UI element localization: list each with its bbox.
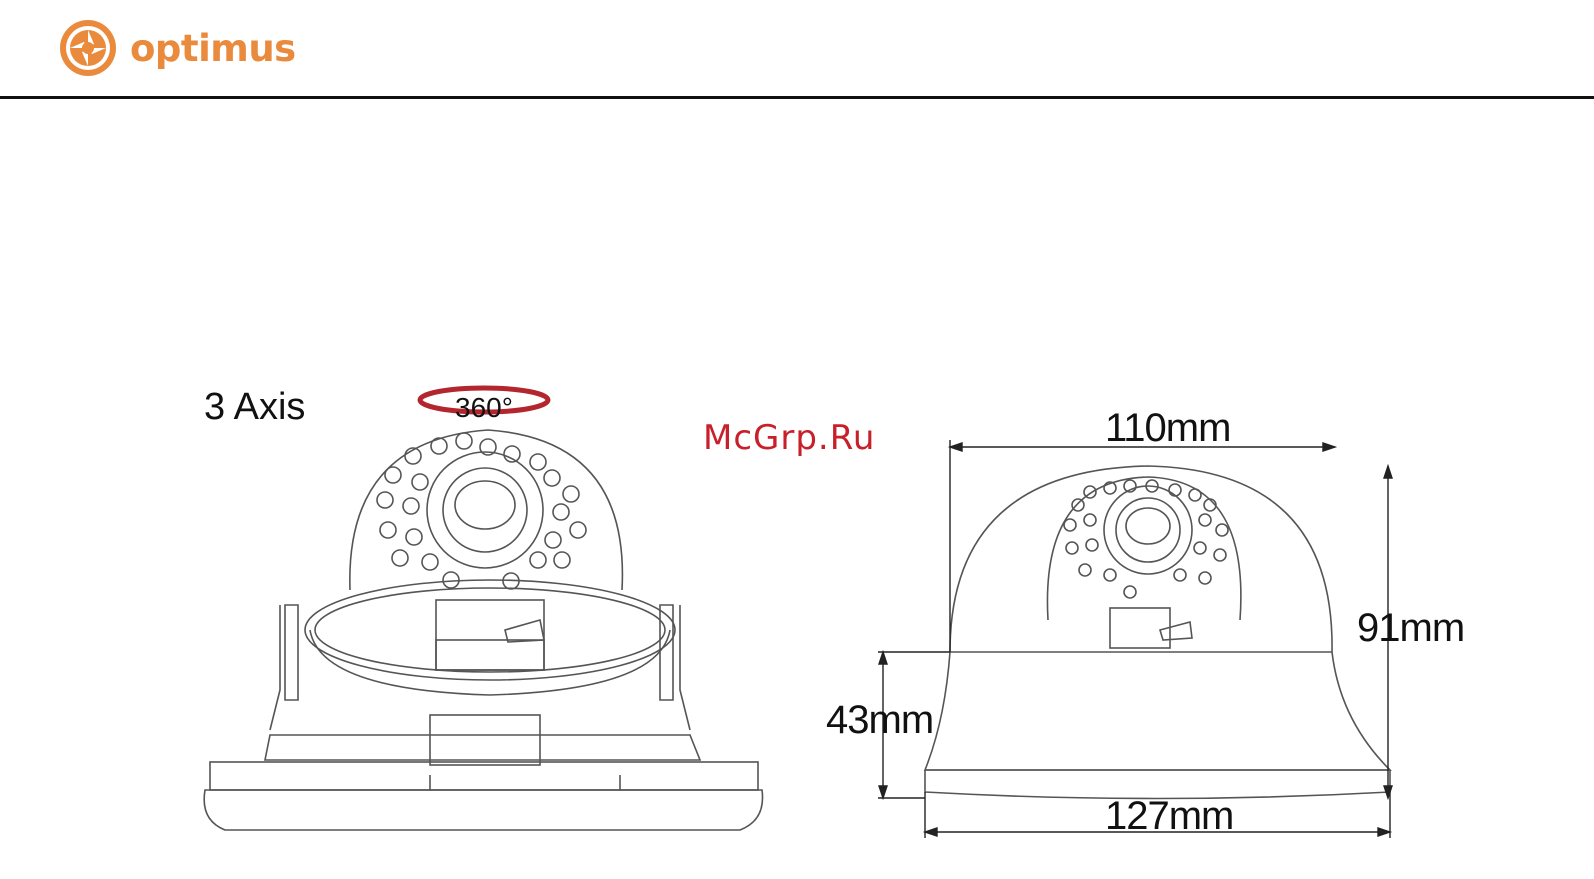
dimension-height-total: 91mm [1357, 606, 1464, 651]
dome-cover [950, 466, 1332, 652]
ir-led-ring [377, 433, 586, 589]
dimension-lines [878, 440, 1392, 838]
rotation-label: 360° [455, 392, 513, 424]
watermark: McGrp.Ru [703, 418, 875, 458]
dimension-width-top: 110mm [1105, 406, 1230, 451]
dimension-height-base: 43mm [826, 698, 933, 743]
axis-label: 3 Axis [204, 386, 305, 429]
dimension-width-base: 127mm [1105, 794, 1233, 839]
right-camera-drawing [925, 466, 1390, 799]
left-camera-drawing [204, 388, 762, 830]
